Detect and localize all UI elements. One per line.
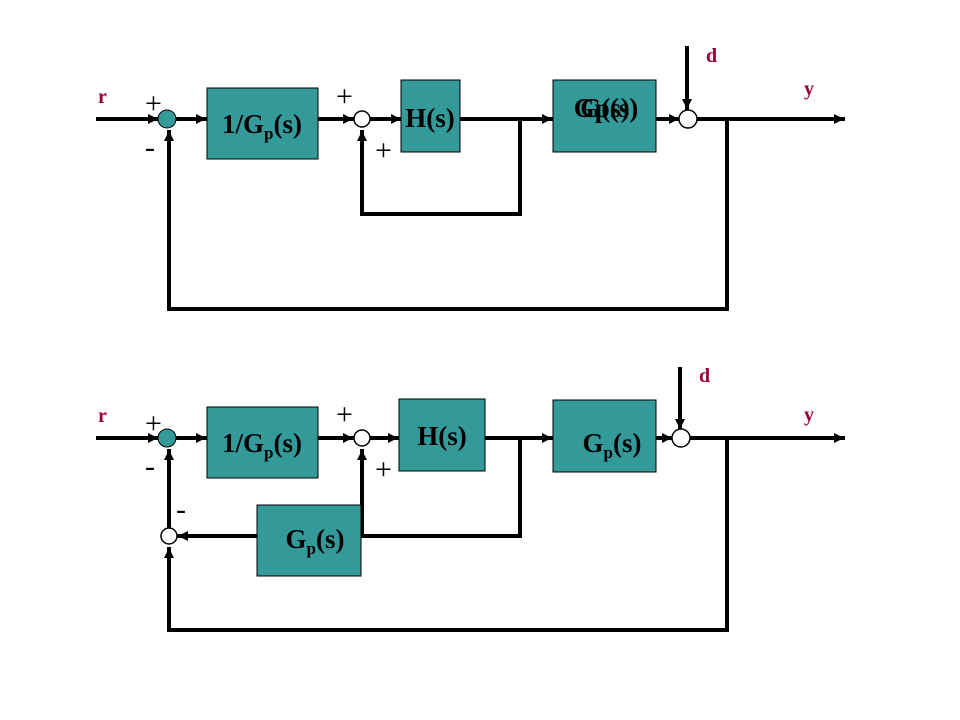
top-inverse-model-block: 1/Gp(s) — [206, 87, 319, 160]
bottom-plant-block: Gp(s) — [552, 399, 657, 473]
bottom-plant-label: Gp(s) — [583, 428, 642, 462]
top-inverse-model-label: 1/Gp(s) — [222, 109, 302, 143]
top-sum1-plus: + — [145, 87, 162, 120]
top-sum2-junction — [353, 110, 371, 128]
bottom-diagram: 1/Gp(s) H(s) Gp(s) Gp(s) r d y + - + + - — [96, 365, 845, 632]
bottom-sum2-plus-bottom: + — [375, 453, 392, 486]
bottom-model-sum-junction — [160, 527, 178, 545]
top-wire-outer-feedback — [164, 117, 729, 311]
top-sum1-minus: - — [145, 131, 155, 164]
top-signal-r: r — [98, 86, 107, 108]
bottom-sum1-minus: - — [145, 450, 155, 483]
top-diagram: 1/Gp(s) H(s) G(s) Gp(s) r d y + - + + — [96, 45, 845, 311]
bottom-sum1-plus: + — [145, 407, 162, 440]
top-filter-block: H(s) — [400, 79, 461, 153]
bottom-wire-outer-feedback — [164, 436, 729, 632]
top-disturbance-junction — [678, 109, 698, 129]
bottom-inverse-model-block: 1/Gp(s) — [206, 406, 319, 479]
top-sum1-junction — [157, 109, 177, 129]
bottom-filter-label: H(s) — [417, 421, 467, 451]
top-signal-d: d — [706, 45, 717, 67]
top-wires — [96, 46, 845, 311]
bottom-signal-d: d — [699, 365, 710, 387]
top-plant-block: G(s) Gp(s) — [552, 79, 657, 153]
bottom-sum2-junction — [353, 429, 371, 447]
bottom-signal-y: y — [804, 404, 814, 426]
bottom-model-sum-minus: - — [176, 493, 186, 526]
top-filter-label: H(s) — [405, 103, 455, 133]
bottom-filter-block: H(s) — [398, 398, 486, 472]
bottom-model-label: Gp(s) — [286, 524, 345, 558]
bottom-sum1-junction — [157, 428, 177, 448]
top-plant-label-b: Gp(s) — [574, 93, 639, 123]
top-wire-positive-feedback — [357, 117, 522, 216]
top-plant-label-a: G(s) — [580, 93, 630, 123]
bottom-wire-branch-to-model — [359, 436, 522, 538]
bottom-model-block: Gp(s) — [256, 504, 362, 577]
top-sum2-plus-bottom: + — [375, 134, 392, 167]
top-signal-y: y — [804, 78, 814, 100]
bottom-disturbance-junction — [671, 428, 691, 448]
bottom-sum2-plus-top: + — [336, 398, 353, 431]
bottom-wires — [96, 367, 845, 632]
bottom-signal-r: r — [98, 405, 107, 427]
top-sum2-plus-top: + — [336, 80, 353, 113]
bottom-inverse-model-label: 1/Gp(s) — [222, 428, 302, 462]
